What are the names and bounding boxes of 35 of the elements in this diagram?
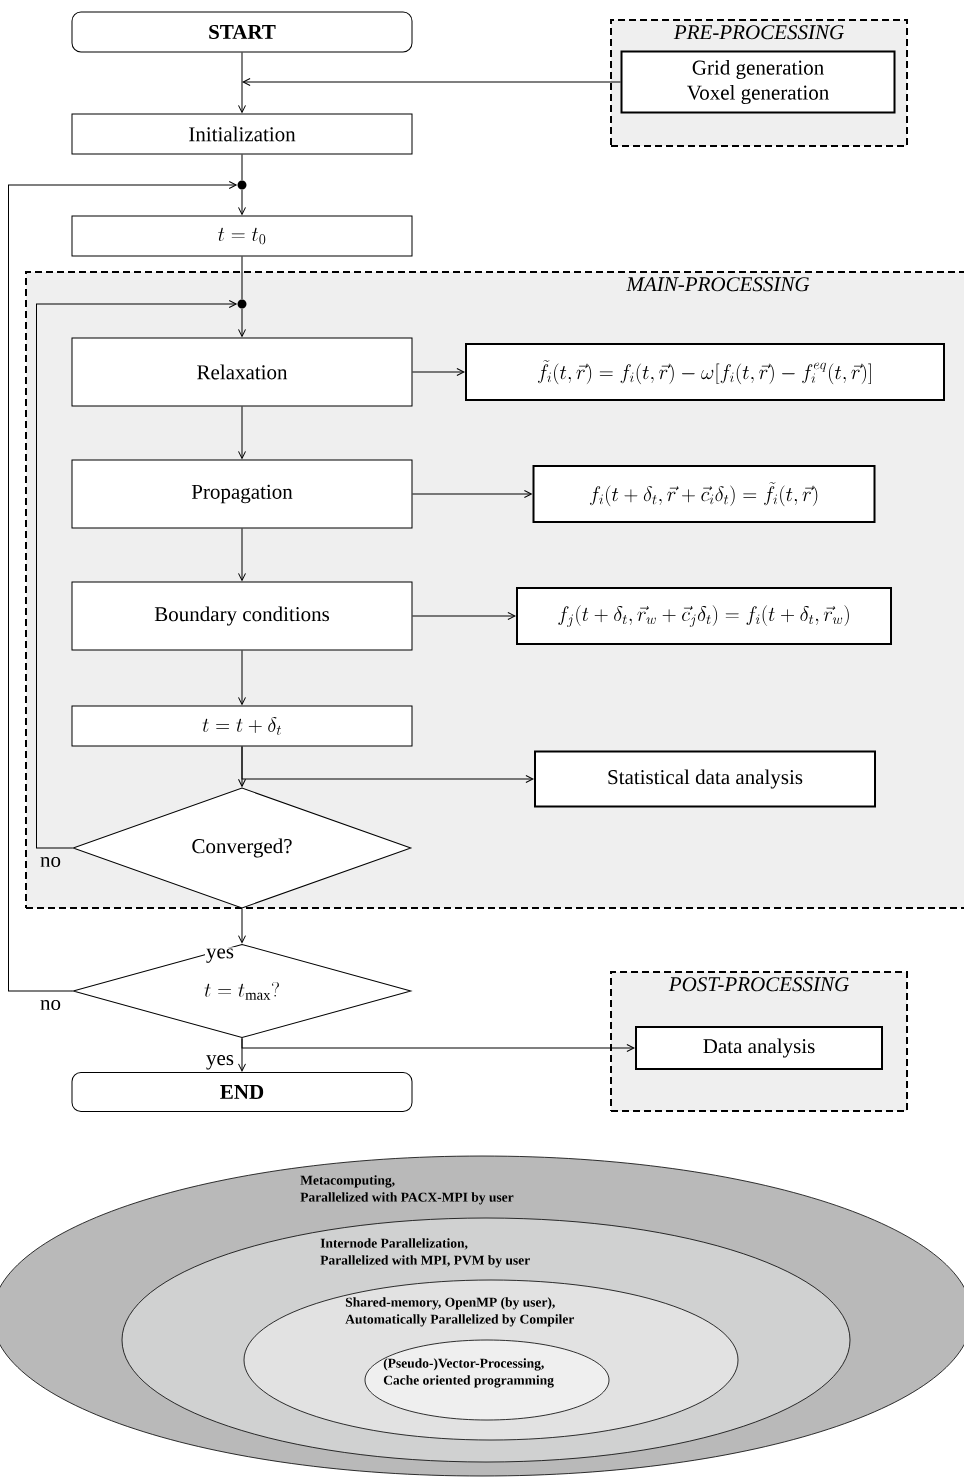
arrow: [238, 406, 246, 459]
arrow: [412, 612, 516, 620]
process-box: Propagation: [71, 459, 413, 529]
process-box: Grid generation Voxel generation: [620, 50, 896, 114]
formula-box: $f_j(t+\delta_t,\vec{r}_w+\vec{c}_j\delta_t) = f_i(t+\delta_t,\vec{r}_w)$: [516, 587, 892, 645]
process-box: Data analysis: [635, 1026, 883, 1070]
arrow: [238, 746, 246, 787]
edge-label: yes: [205, 1054, 235, 1071]
arrow: [36, 300, 237, 849]
terminal-box: END: [71, 1072, 413, 1112]
arrow: [238, 189, 246, 215]
process-box: $t = t+\delta_t$: [71, 705, 413, 747]
process-box: $t = t_0$: [71, 215, 413, 257]
arrow: [238, 528, 246, 581]
formula-box: $\tilde{f}_i(t,\vec{r}) = f_i(t,\vec{r}) - \omega[f_i(t,\vec{r}) - f_i^{eq}(t,\vec{r})]$: [465, 343, 945, 401]
process-box: Boundary conditions: [71, 581, 413, 651]
edge-label: yes: [205, 947, 235, 964]
process-box: Relaxation: [71, 337, 413, 407]
arrow: [238, 52, 246, 113]
arrow: [8, 181, 237, 992]
connector-line: [241, 256, 243, 300]
process-box: Statistical data analysis: [534, 750, 876, 808]
arrow: [412, 368, 465, 376]
arrow: [238, 650, 246, 705]
process-box: Initialization: [71, 113, 413, 155]
ellipse-layer: (Pseudo-)Vector-Processing, Cache oriented programming: [364, 1339, 610, 1421]
edge-label: no: [39, 998, 62, 1012]
terminal-box: START: [71, 11, 413, 53]
connector-line: [241, 154, 243, 181]
arrow: [238, 908, 246, 944]
arrow: [238, 308, 246, 337]
arrow: [242, 78, 621, 86]
arrow: [241, 1037, 635, 1052]
formula-box: $f_i(t+\delta_t,\vec{r}+\vec{c}_i\delta_t) = \tilde{f}_i(t,\vec{r})$: [532, 465, 876, 523]
arrow: [412, 490, 532, 498]
